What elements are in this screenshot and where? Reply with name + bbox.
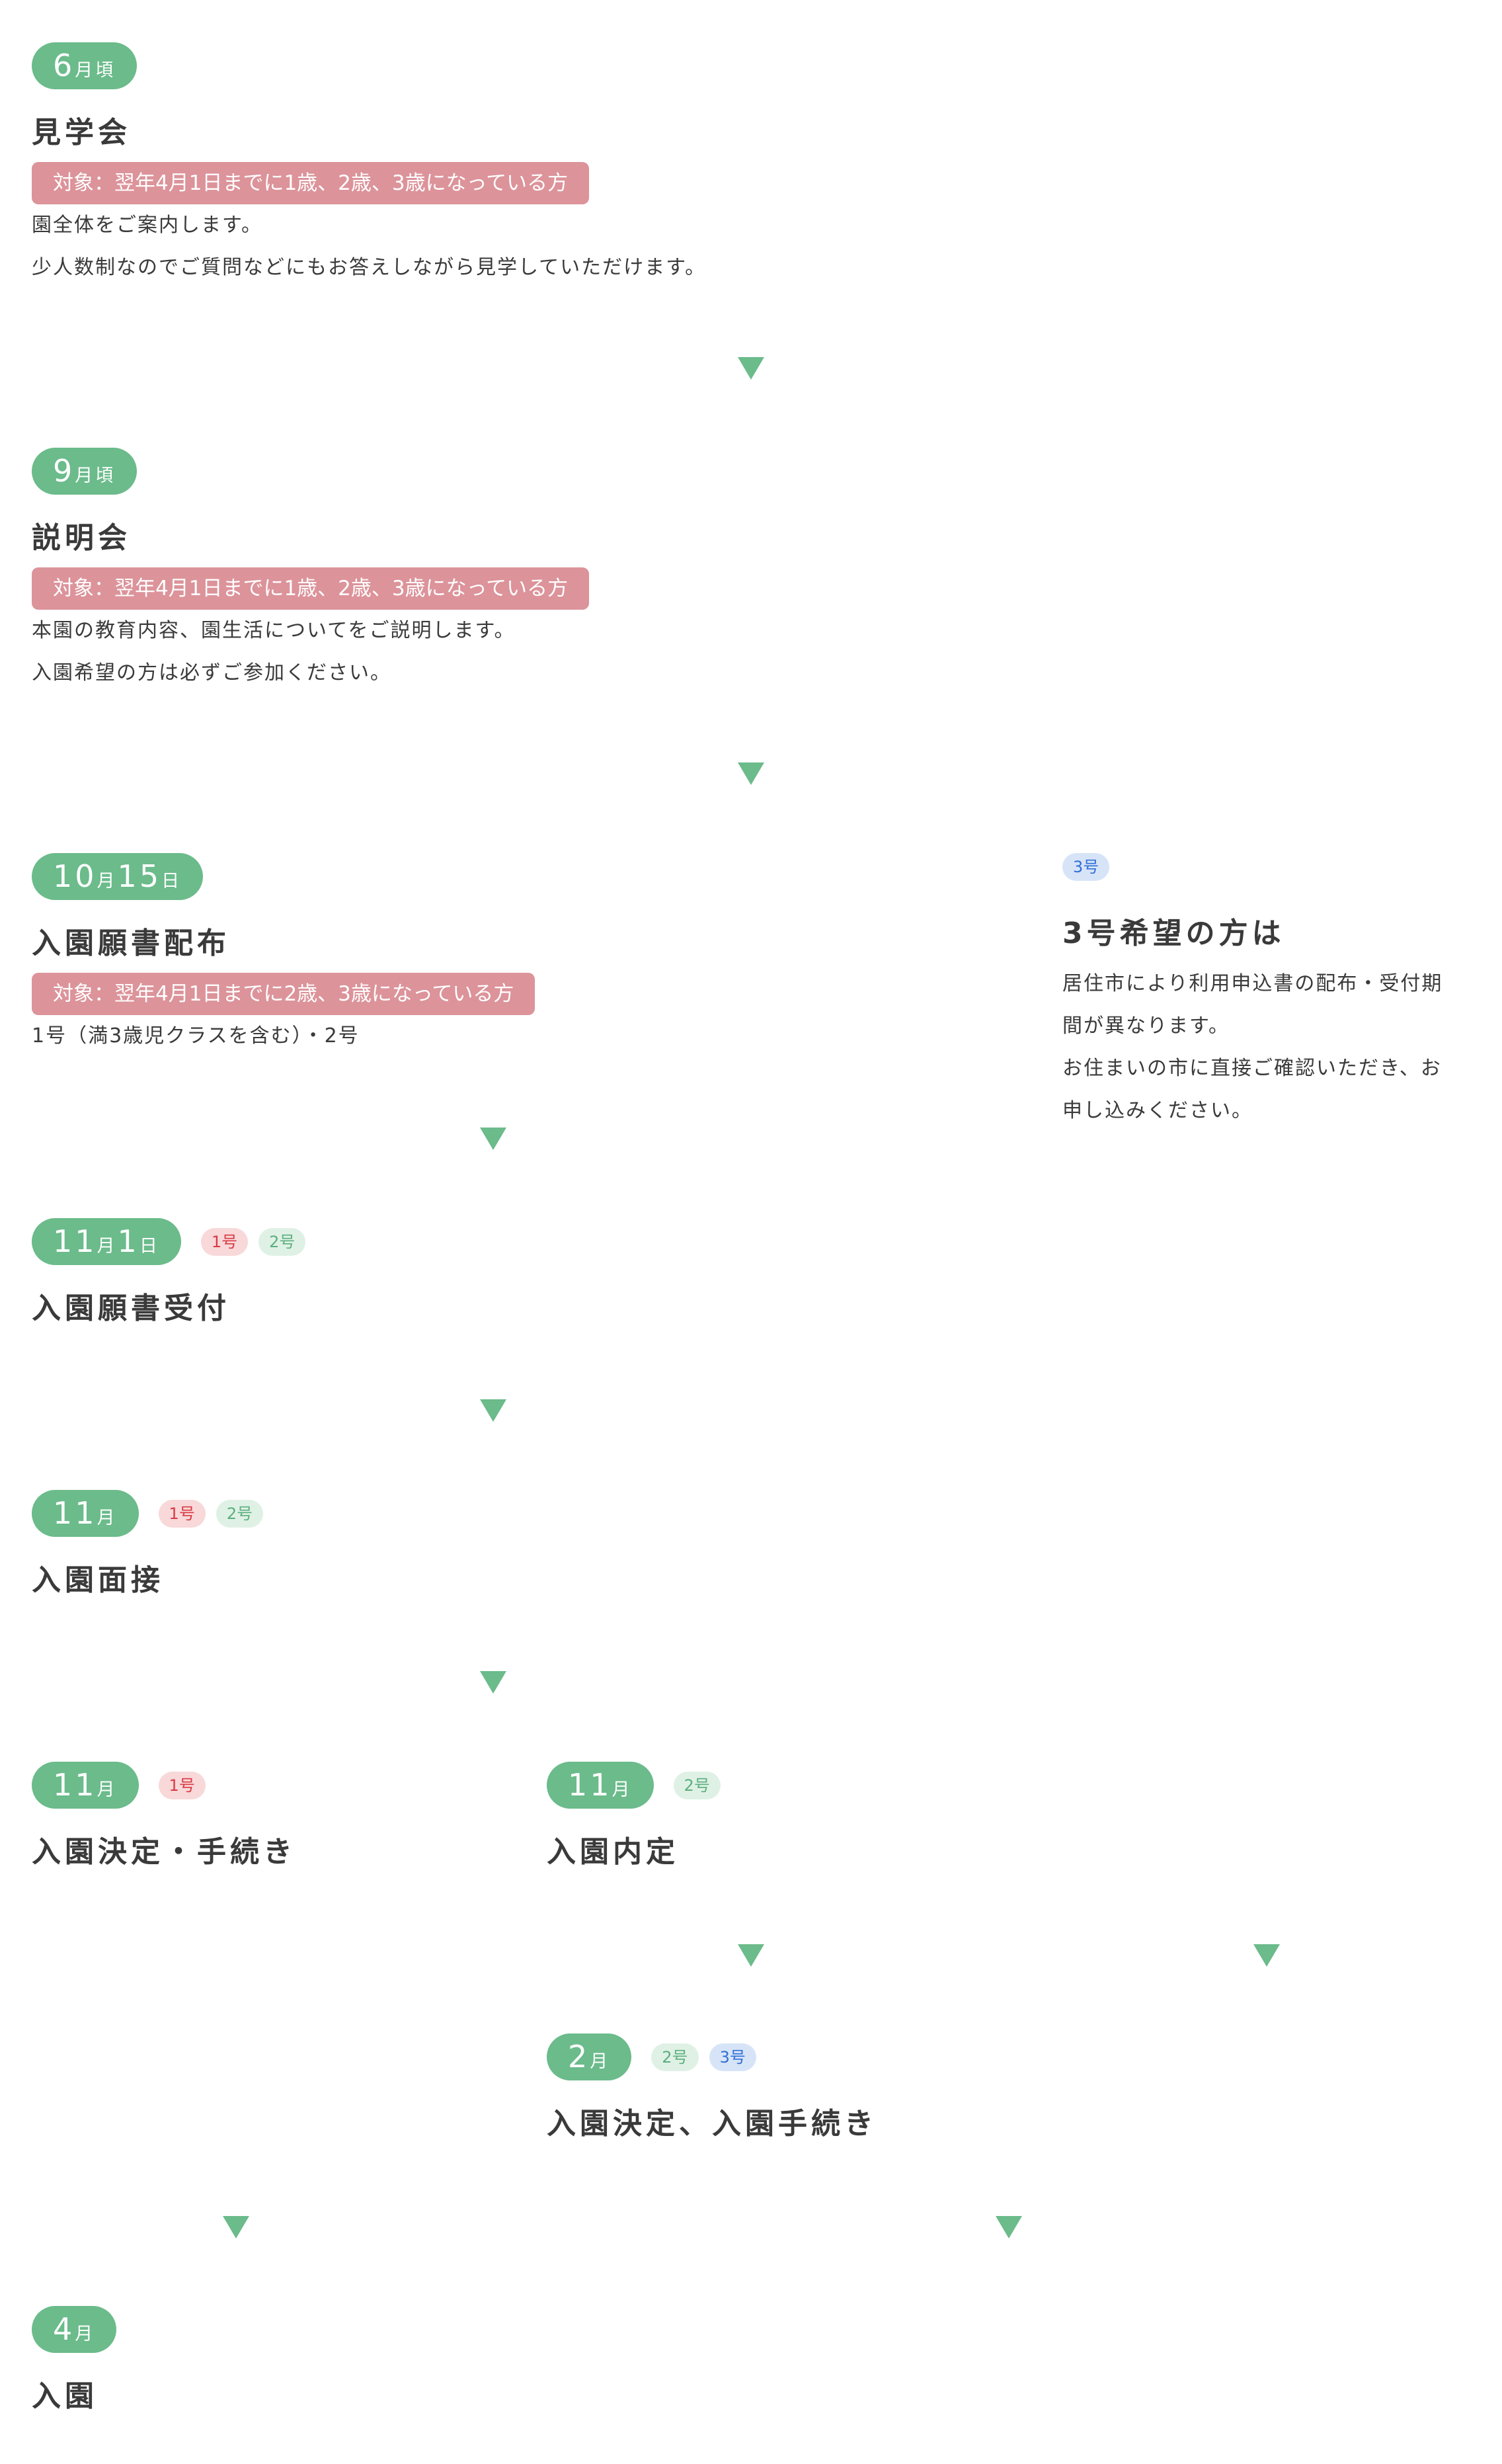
date-number: 11 (53, 1223, 97, 1259)
body-line: 間が異なります。 (1062, 1014, 1230, 1038)
step-title: 説明会 (32, 521, 131, 555)
date-number: 9 (53, 453, 75, 489)
tag-type2: 2号 (258, 1227, 306, 1256)
target-audience-label: 対象：翌年4月1日までに1歳、2歳、3歳になっている方 (32, 162, 590, 204)
date-unit: 日 (139, 1236, 157, 1256)
step-title: 入園内定 (547, 1835, 679, 1869)
body-line: 入園希望の方は必ずご参加ください。 (32, 661, 391, 684)
date-unit: 月 (590, 2051, 608, 2072)
tag-type2: 2号 (651, 2043, 699, 2071)
target-wrap: 対象：翌年4月1日までに1歳、2歳、3歳になっている方 (32, 558, 590, 610)
step-title: 入園 (32, 2379, 98, 2413)
body-line: 居住市により利用申込書の配布・受付期 (1062, 972, 1443, 995)
tag-type2: 2号 (673, 1771, 721, 1799)
down-arrow-icon (223, 2216, 249, 2238)
target-wrap: 対象：翌年4月1日までに1歳、2歳、3歳になっている方 (32, 153, 706, 204)
date-number: 11 (568, 1767, 612, 1803)
tag-type3: 3号 (709, 2043, 756, 2071)
date-unit: 月 (97, 1780, 115, 1800)
date-number: 6 (53, 48, 75, 83)
target-wrap: 対象：翌年4月1日までに2歳、3歳になっている方 (32, 964, 535, 1015)
step-title: 入園願書受付 (32, 1292, 230, 1325)
date-unit: 月 (75, 466, 93, 486)
tag-type2: 2号 (216, 1499, 264, 1528)
date-number: 4 (53, 2311, 75, 2347)
down-arrow-icon (738, 762, 764, 785)
date-number: 2 (568, 2039, 590, 2074)
target-audience-label: 対象：翌年4月1日までに2歳、3歳になっている方 (32, 973, 535, 1015)
tag-type1: 1号 (200, 1227, 249, 1256)
date-number: 1 (117, 1223, 139, 1259)
body-line: お住まいの市に直接ご確認いただき、お (1062, 1057, 1442, 1080)
step-title: 入園面接 (32, 1563, 164, 1597)
tag-type3: 3号 (1062, 853, 1110, 881)
tag-type1: 1号 (158, 1499, 206, 1528)
date-number: 10 (53, 858, 97, 894)
step-title: 入園願書配布 (32, 926, 230, 960)
down-arrow-icon (738, 357, 764, 380)
date-unit: 頃 (95, 60, 114, 81)
down-arrow-icon (480, 1128, 506, 1150)
step-description: 本園の教育内容、園生活についてをご説明します。入園希望の方は必ずご参加ください。 (32, 610, 589, 694)
step-title: 入園決定、入園手続き (547, 2107, 877, 2141)
date-unit: 月 (75, 60, 93, 81)
date-unit: 月 (75, 2324, 93, 2344)
date-unit: 日 (161, 871, 180, 891)
body-line: 本園の教育内容、園生活についてをご説明します。 (32, 619, 516, 642)
date-number: 15 (117, 858, 162, 894)
date-unit: 月 (97, 1236, 115, 1256)
date-number: 11 (53, 1767, 97, 1803)
date-unit: 月 (612, 1780, 630, 1800)
tag-type1: 1号 (158, 1771, 206, 1799)
down-arrow-icon (480, 1671, 506, 1694)
date-number: 11 (53, 1495, 97, 1531)
step-description: 1号（満3歳児クラスを含む）・2号 (32, 1015, 535, 1057)
type3-note: 3号 3号希望の方は 居住市により利用申込書の配布・受付期 間が異なります。 お… (1062, 853, 1472, 1132)
body-line: 申し込みください。 (1062, 1099, 1253, 1122)
body-line: 少人数制なのでご質問などにもお答えしながら見学していただけます。 (32, 256, 707, 279)
body-line: 1号（満3歳児クラスを含む）・2号 (32, 1024, 360, 1047)
step-title: 見学会 (32, 116, 131, 149)
down-arrow-icon (738, 1944, 764, 1967)
type3-note-body: 居住市により利用申込書の配布・受付期 間が異なります。 お住まいの市に直接ご確認… (1062, 963, 1472, 1132)
date-unit: 月 (97, 871, 115, 891)
type3-note-title: 3号希望の方は (1062, 917, 1285, 950)
down-arrow-icon (996, 2216, 1022, 2238)
down-arrow-icon (480, 1399, 506, 1422)
step-title: 入園決定・手続き (32, 1835, 296, 1869)
date-unit: 頃 (95, 466, 114, 486)
step-description: 園全体をご案内します。少人数制なのでご質問などにもお答えしながら見学していただけ… (32, 204, 706, 289)
down-arrow-icon (1253, 1944, 1280, 1967)
target-audience-label: 対象：翌年4月1日までに1歳、2歳、3歳になっている方 (32, 567, 590, 610)
body-line: 園全体をご案内します。 (32, 214, 262, 237)
date-unit: 月 (97, 1508, 115, 1528)
